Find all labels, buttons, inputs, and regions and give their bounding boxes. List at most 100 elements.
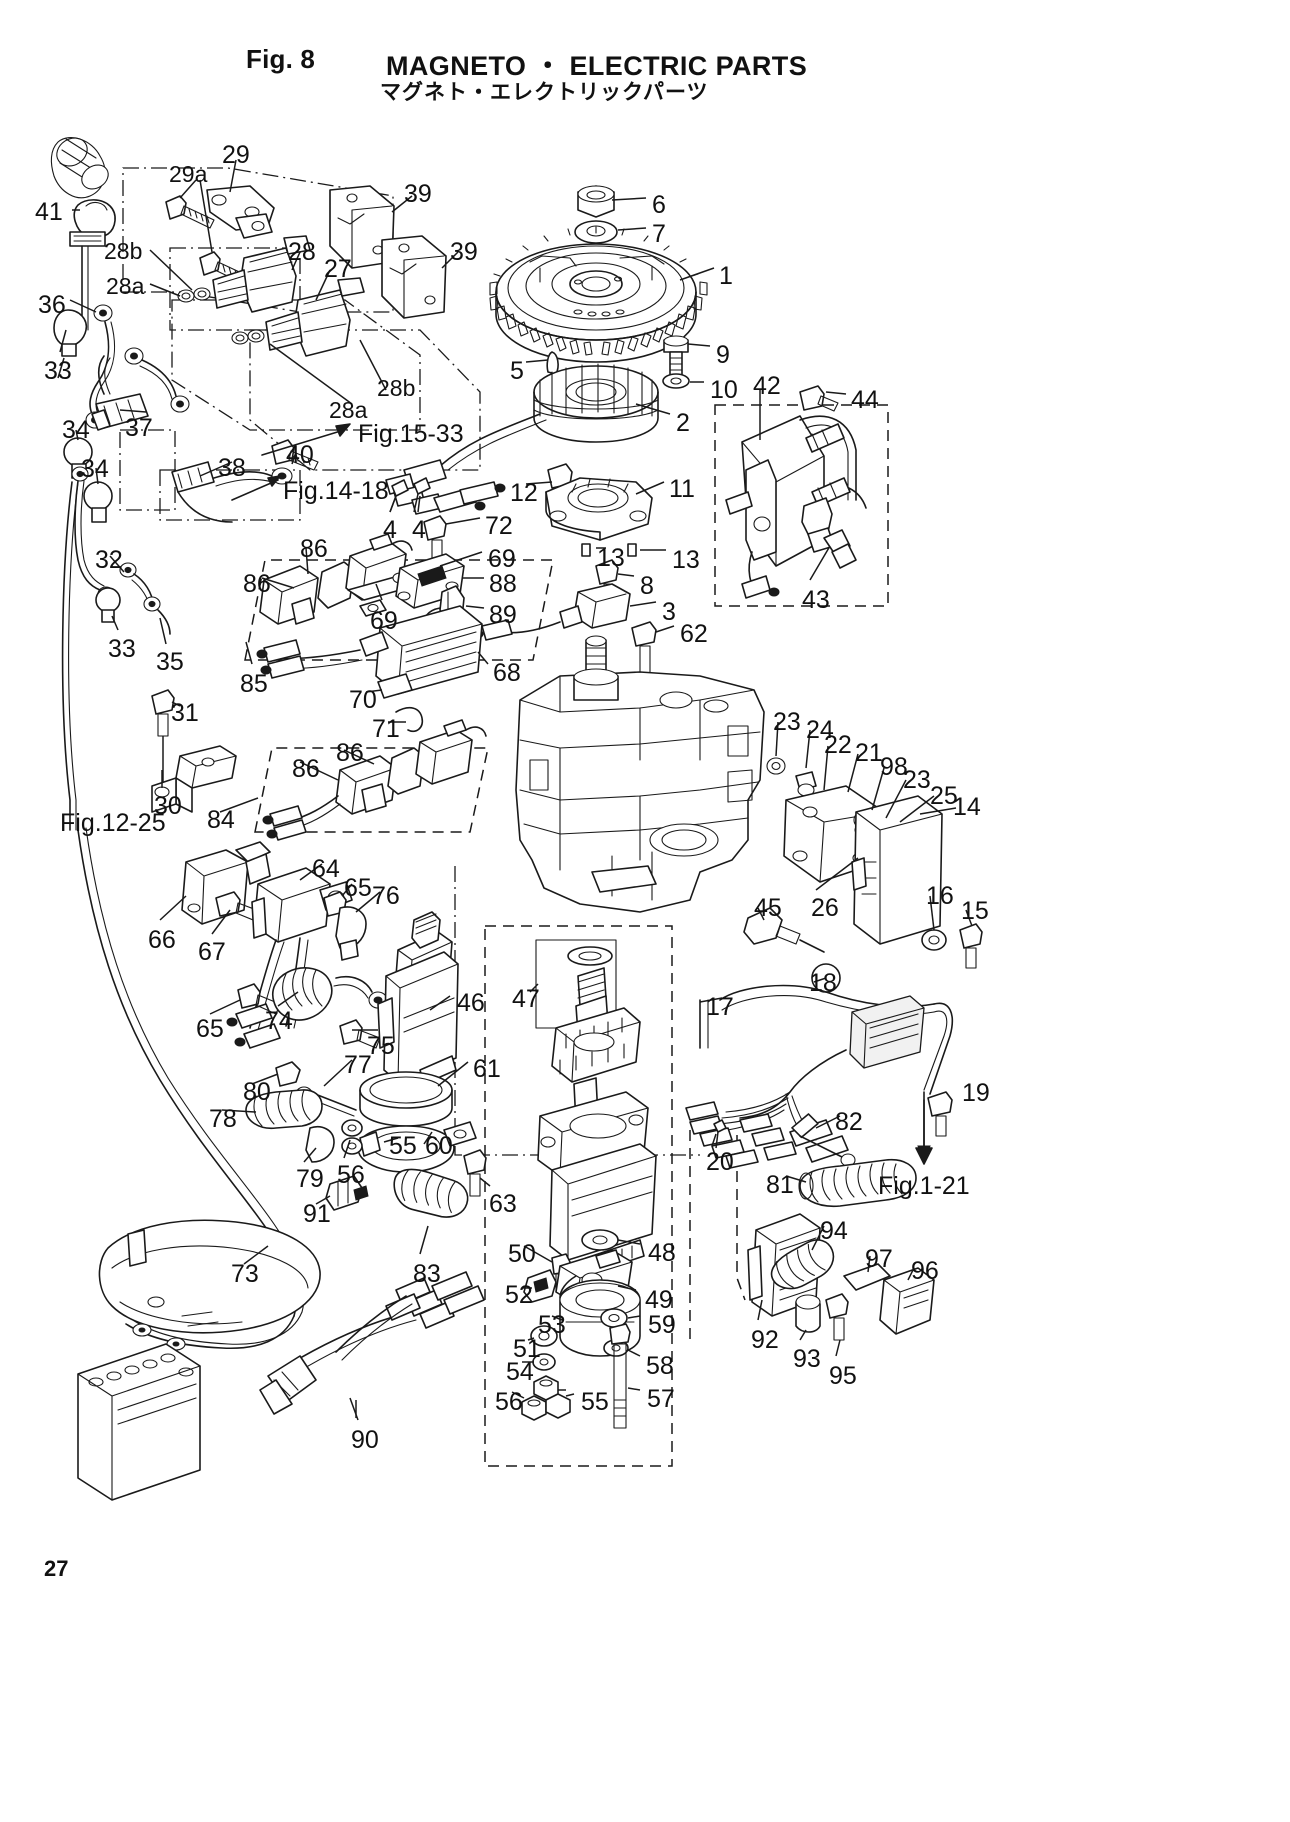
part-callout-83: 83: [413, 1260, 441, 1288]
part-callout-22: 22: [824, 731, 852, 759]
figure-title-english: MAGNETO ・ ELECTRIC PARTS: [386, 51, 808, 81]
part-callout-12: 12: [510, 479, 538, 507]
figure-reference-ref-12-25[interactable]: Fig.12-25: [60, 809, 166, 837]
figure-reference-arrows: [231, 423, 933, 1165]
part-29-bracket: [206, 185, 275, 239]
part-callout-70: 70: [349, 686, 377, 714]
part-35-lead-lower: [143, 596, 171, 635]
part-callout-65: 65: [196, 1015, 224, 1043]
part-81-tube: [798, 1158, 917, 1208]
part-57-bolt: [609, 1323, 631, 1429]
part-callout-85: 85: [240, 670, 268, 698]
part-callout-7: 7: [652, 220, 666, 248]
part-63-bolt: [463, 1149, 487, 1197]
part-callout-23: 23: [773, 708, 801, 736]
part-callout-39: 39: [450, 238, 478, 266]
part-callout-28b: 28b: [104, 238, 143, 264]
part-callout-97: 97: [865, 1245, 893, 1273]
engine-block: [515, 635, 765, 913]
part-70-gasket: [377, 673, 413, 699]
part-callout-34: 34: [62, 416, 90, 444]
part-callout-41: 41: [35, 198, 63, 226]
part-51-washer: [530, 1325, 558, 1347]
part-callout-11: 11: [669, 475, 695, 503]
part-callout-95: 95: [829, 1362, 857, 1390]
part-62-bolt: [631, 621, 657, 677]
part-callout-16: 16: [926, 882, 954, 910]
part-callout-17: 17: [706, 993, 734, 1021]
part-callout-59: 59: [648, 1311, 676, 1339]
part-callout-29a: 29a: [169, 161, 208, 187]
figure-reference-ref-1-21[interactable]: Fig.1-21: [878, 1172, 970, 1200]
part-callout-69: 69: [488, 545, 516, 573]
part-callout-34: 34: [81, 455, 109, 483]
part-95-bolt: [825, 1293, 849, 1341]
part-callout-68: 68: [493, 659, 521, 687]
part-callout-52: 52: [505, 1281, 533, 1309]
part-32-lead: [71, 466, 155, 609]
part-callout-46: 46: [457, 989, 485, 1017]
part-callout-30: 30: [154, 792, 182, 820]
part-callout-90: 90: [351, 1426, 379, 1454]
part-callout-28a: 28a: [329, 397, 368, 423]
part-60-clamp: [357, 1121, 477, 1173]
part-74-cable: [272, 967, 388, 1021]
part-callout-15: 15: [961, 897, 989, 925]
part-11-housing: [545, 477, 653, 541]
part-callout-8: 8: [640, 572, 654, 600]
part-callout-54: 54: [506, 1358, 534, 1386]
leader-lines: [59, 159, 973, 1421]
part-callout-43: 43: [802, 586, 830, 614]
part-callout-79: 79: [296, 1165, 324, 1193]
part-callout-14: 14: [953, 793, 981, 821]
part-callout-64: 64: [312, 855, 340, 883]
part-callout-82: 82: [835, 1108, 863, 1136]
part-callout-5: 5: [510, 357, 524, 385]
part-callout-56: 56: [337, 1161, 365, 1189]
part-callout-69: 69: [370, 607, 398, 635]
part-callout-61: 61: [473, 1055, 501, 1083]
main-harness: [685, 963, 954, 1208]
part-callout-36: 36: [38, 291, 66, 319]
part-callout-49: 49: [645, 1286, 673, 1314]
part-callout-33: 33: [108, 635, 136, 663]
part-callout-67: 67: [198, 938, 226, 966]
figure-reference-ref-15-33[interactable]: Fig.15-33: [358, 420, 464, 448]
part-86-relays-lower: [262, 719, 487, 841]
part-callout-29: 29: [222, 141, 250, 169]
part-callout-19: 19: [962, 1079, 990, 1107]
part-42-ignition-coil: [725, 415, 867, 599]
part-callout-53: 53: [538, 1311, 566, 1339]
part-callout-71: 71: [372, 715, 400, 743]
part-callout-28b: 28b: [377, 375, 416, 401]
part-80-nut: [275, 1061, 301, 1087]
part-35-leads: [124, 347, 190, 413]
part-47-clutch-group: [551, 946, 641, 1083]
part-callout-92: 92: [751, 1326, 779, 1354]
starter-shaft-motor: [537, 1077, 657, 1275]
part-31-bolt: [151, 689, 175, 790]
part-callout-31: 31: [171, 699, 199, 727]
part-callout-45: 45: [754, 894, 782, 922]
part-callout-77: 77: [344, 1051, 372, 1079]
part-68-rectifier: [256, 605, 483, 695]
figure-number: Fig. 8: [246, 44, 316, 74]
part-callout-1: 1: [719, 262, 733, 290]
part-callout-94: 94: [820, 1217, 848, 1245]
part-21-bracket-group: [743, 757, 983, 969]
figure-reference-ref-14-18[interactable]: Fig.14-18: [283, 477, 389, 505]
part-29a-bolts: [165, 195, 249, 285]
part-callout-4: 4: [383, 516, 397, 544]
part-6-nut: [577, 185, 615, 218]
part-1-flywheel: [489, 226, 708, 363]
part-callout-65: 65: [344, 874, 372, 902]
part-callout-48: 48: [648, 1239, 676, 1267]
part-callout-86: 86: [336, 739, 364, 767]
part-callout-86: 86: [300, 535, 328, 563]
part-callout-20: 20: [706, 1148, 734, 1176]
part-callout-78: 78: [209, 1105, 237, 1133]
part-callout-51: 51: [513, 1335, 541, 1363]
part-callout-84: 84: [207, 806, 235, 834]
part-callout-18: 18: [809, 969, 837, 997]
part-callout-32: 32: [95, 546, 123, 574]
